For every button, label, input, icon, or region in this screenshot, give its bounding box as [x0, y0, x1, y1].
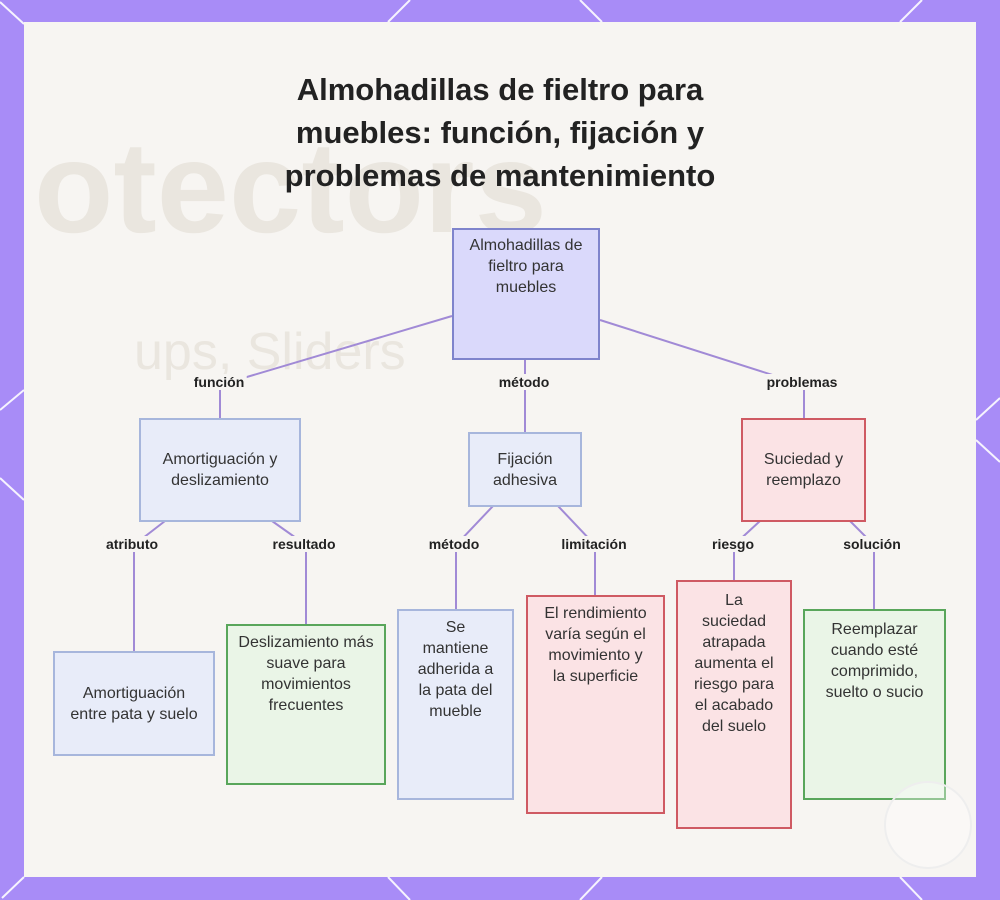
node-cushion-attribute: Amortiguación entre pata y suelo: [53, 651, 215, 756]
node-adhesive-limit: El rendimiento varía según el movimiento…: [526, 595, 665, 814]
edge-label-solucion: solución: [841, 536, 903, 552]
node-root: Almohadillas de fieltro para muebles: [452, 228, 600, 360]
edge-label-riesgo: riesgo: [709, 536, 757, 552]
edge-label-resultado: resultado: [270, 536, 338, 552]
edge-label-problemas: problemas: [764, 374, 840, 390]
edge-root-dirt: [599, 319, 805, 420]
edge-label-atributo: atributo: [103, 536, 161, 552]
node-adhesive: Fijación adhesiva: [468, 432, 582, 507]
edge-dirt-solution: [849, 520, 875, 610]
node-adhesive-method: Se mantiene adherida a la pata del muebl…: [397, 609, 514, 800]
node-dirt-solution: Reemplazar cuando esté comprimido, suelt…: [803, 609, 946, 800]
diagram-title: Almohadillas de fieltro para muebles: fu…: [284, 72, 716, 193]
edge-label-metodo-sub: método: [426, 536, 482, 552]
node-cushion-result: Deslizamiento más suave para movimientos…: [226, 624, 386, 785]
node-dirt-risk: La suciedad atrapada aumenta el riesgo p…: [676, 580, 792, 829]
node-cushion: Amortiguación y deslizamiento: [139, 418, 301, 522]
edge-root-cushion: [219, 315, 453, 420]
edge-label-funcion: función: [191, 374, 247, 390]
edge-label-limitacion: limitación: [559, 536, 629, 552]
edge-label-metodo: método: [496, 374, 552, 390]
background-watermark-subtext: ups, Sliders: [134, 323, 406, 381]
node-dirt: Suciedad y reemplazo: [741, 418, 866, 522]
logo-watermark: [884, 781, 972, 869]
edge-adhesive-method: [455, 505, 494, 610]
